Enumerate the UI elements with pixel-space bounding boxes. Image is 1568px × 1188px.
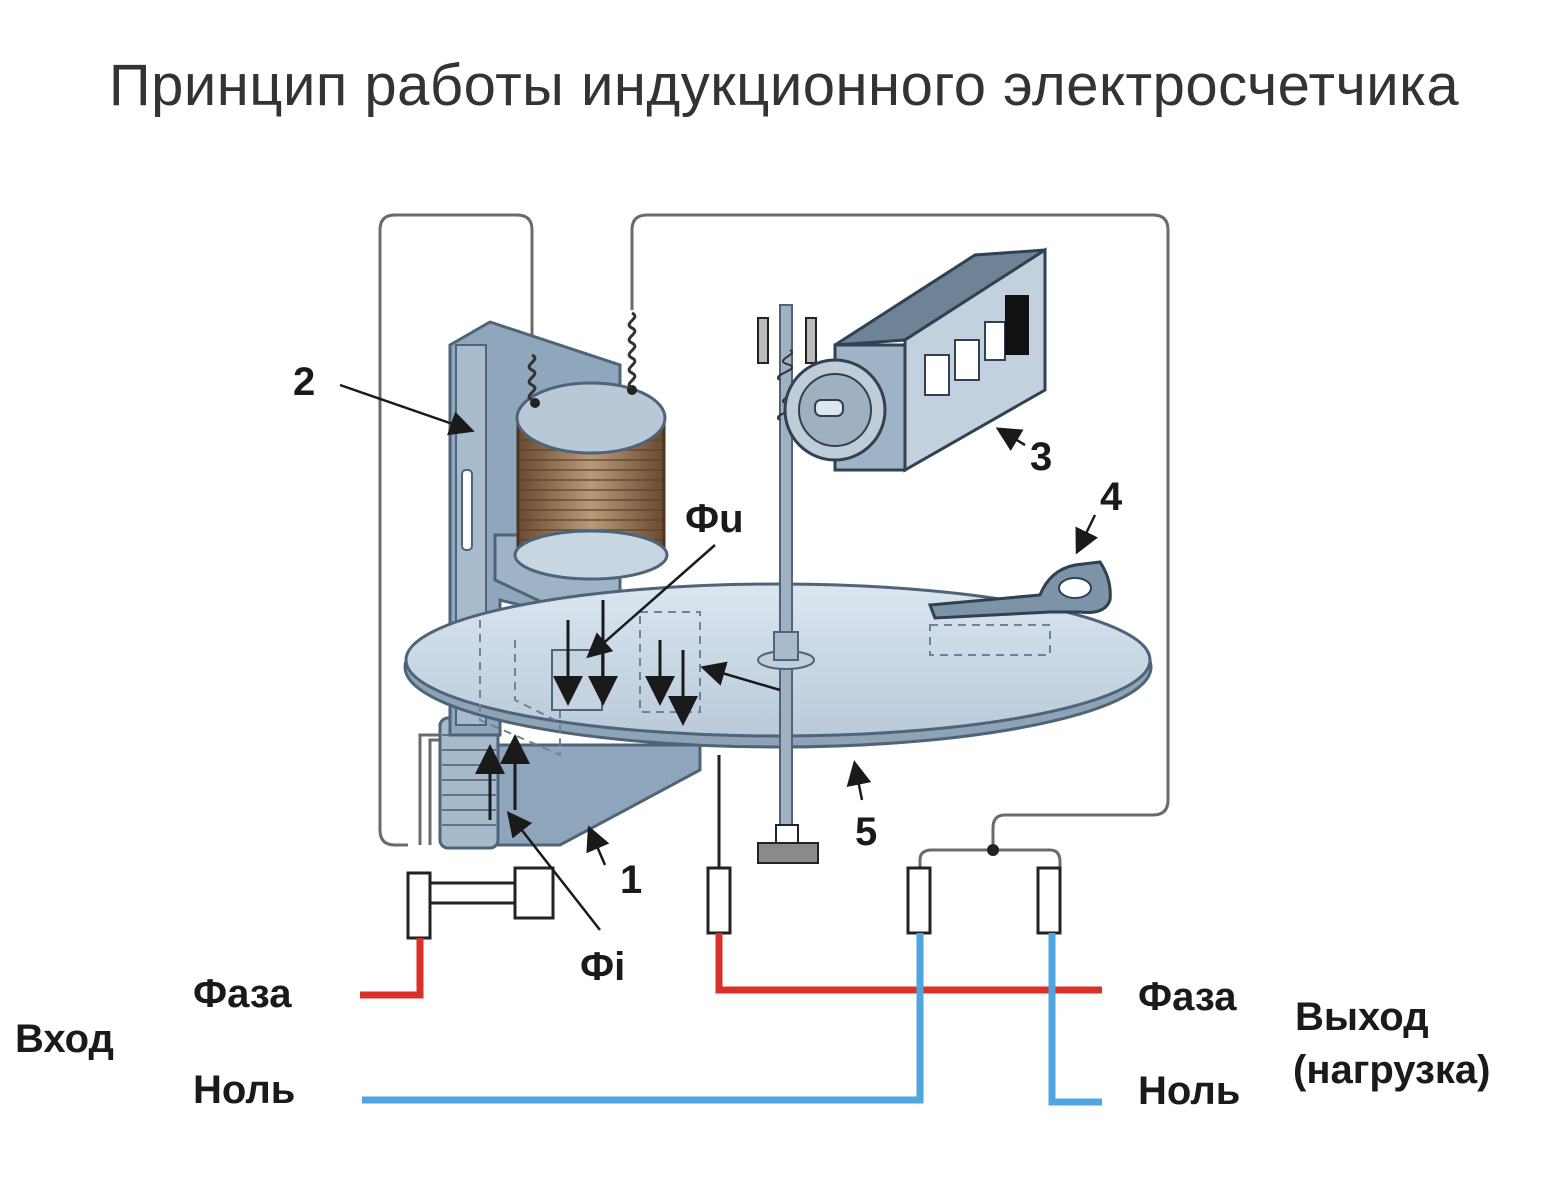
- phase-wires: [360, 933, 1102, 999]
- terminal-blocks: [406, 755, 1062, 940]
- voltage-coil: [513, 311, 669, 581]
- diagram-title: Принцип работы индукционного электросчет…: [108, 53, 1460, 118]
- label-5: 5: [855, 810, 877, 854]
- input-label: Вход: [15, 1017, 114, 1061]
- neutral-wires: [362, 933, 1102, 1106]
- label-3: 3: [1030, 435, 1052, 479]
- counting-mechanism: [783, 247, 1047, 473]
- label-2: 2: [293, 360, 315, 404]
- disc-shaft: [757, 304, 819, 864]
- neutral-in-label: Ноль: [193, 1068, 295, 1112]
- label-4: 4: [1100, 475, 1123, 519]
- brake-magnet: [927, 560, 1112, 620]
- wire-junction: [987, 844, 999, 856]
- phase-in-label: Фаза: [193, 972, 292, 1016]
- label-phi-i: Фi: [580, 945, 625, 989]
- label-phi-u: Фu: [685, 497, 744, 541]
- neutral-out-label: Ноль: [1138, 1069, 1240, 1113]
- output-load-label: (нагрузка): [1293, 1048, 1490, 1092]
- label-1: 1: [620, 858, 642, 902]
- phase-out-label: Фаза: [1138, 975, 1237, 1019]
- output-label: Выход: [1295, 995, 1429, 1039]
- callout-arrows: [339, 383, 1098, 931]
